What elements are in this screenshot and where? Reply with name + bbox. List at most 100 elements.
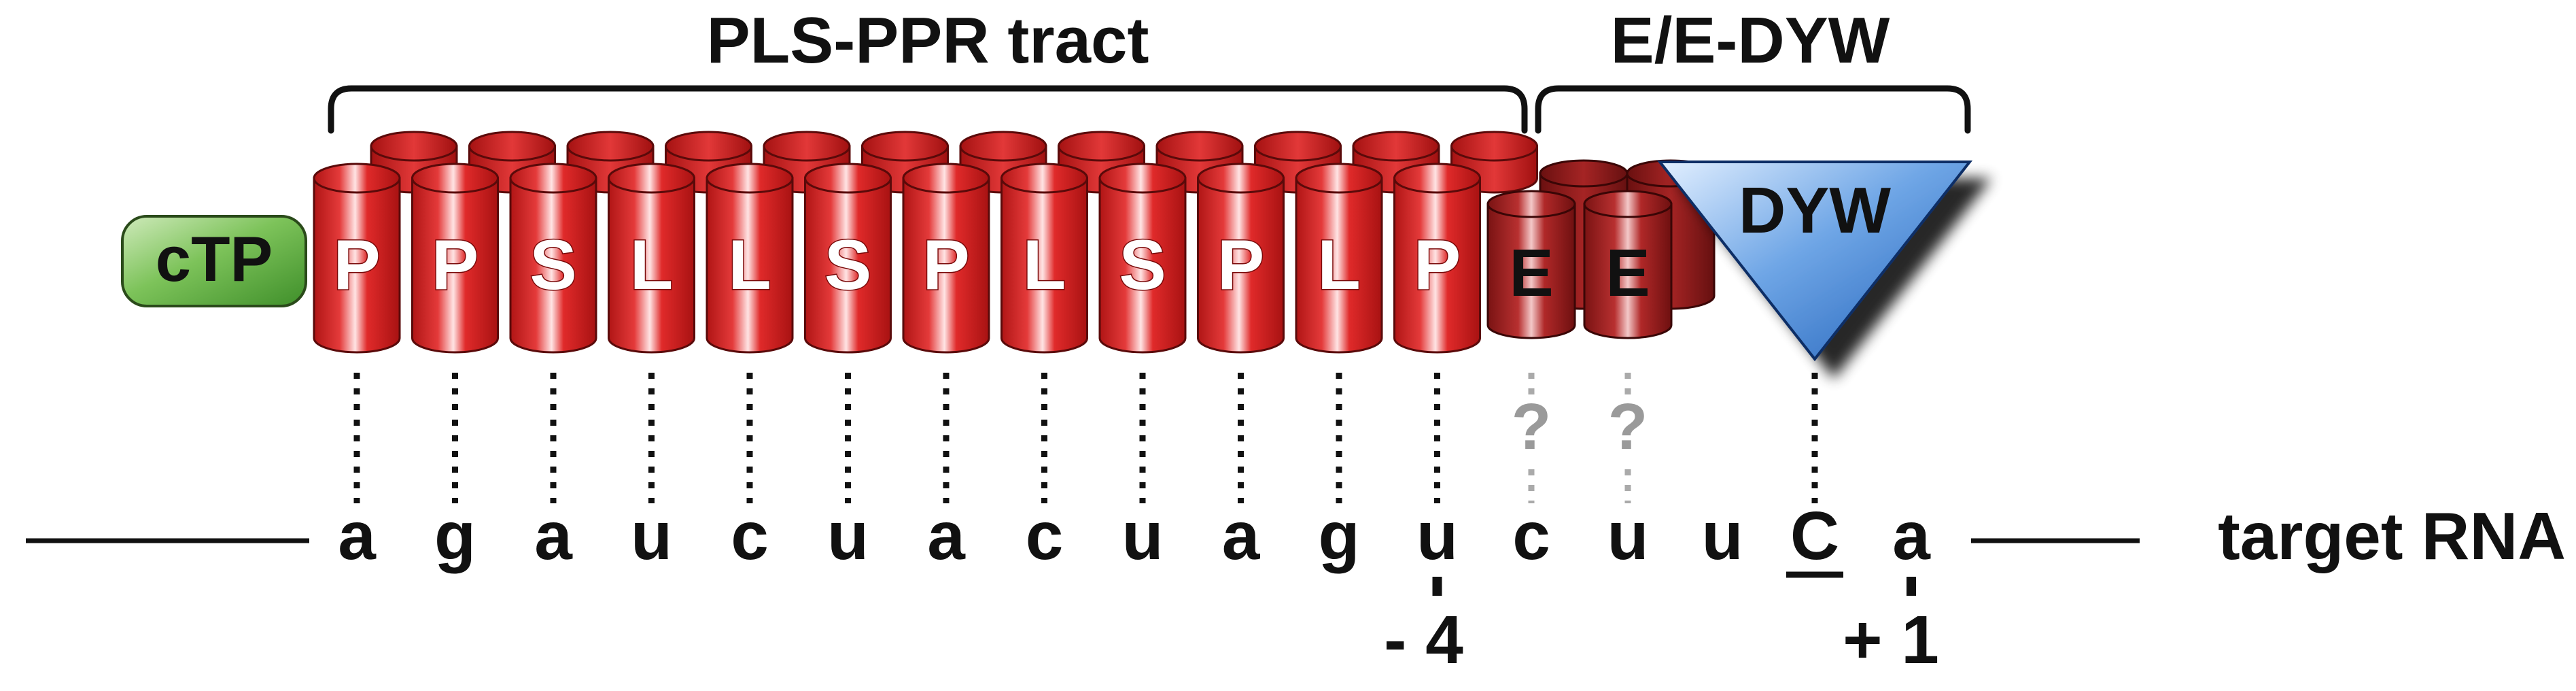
e-domain-1: E <box>1486 190 1576 339</box>
rna-base-10: a <box>1222 498 1261 574</box>
ctp-label: cTP <box>156 223 273 294</box>
repeat-label-3: S <box>529 226 576 305</box>
ctp-box <box>121 215 307 307</box>
rna-label: target RNA <box>2218 499 2566 573</box>
rna-base-12: u <box>1416 498 1458 574</box>
rna-base-15: u <box>1701 498 1743 574</box>
repeat-label-11: L <box>1317 226 1361 305</box>
repeat-5: L <box>706 163 794 354</box>
repeat-8-top <box>1000 163 1088 194</box>
e-domain-label-2: E <box>1605 235 1650 310</box>
unknown-marker-2: ? <box>1608 390 1648 463</box>
rna-base-3: a <box>534 498 573 574</box>
rna-base-4: u <box>631 498 672 574</box>
repeat-2: P <box>411 163 499 354</box>
rna-base-6: u <box>827 498 869 574</box>
repeat-1-top <box>313 163 401 194</box>
rna-base-14: u <box>1607 498 1648 574</box>
repeat-label-9: S <box>1119 226 1166 305</box>
e-domain-label-1: E <box>1509 235 1553 310</box>
repeat-label-8: L <box>1023 226 1066 305</box>
repeat-8: L <box>1000 163 1088 354</box>
rna-base-13: c <box>1512 498 1550 574</box>
repeat-2-body <box>411 177 499 354</box>
rna-base-11: g <box>1318 498 1359 574</box>
repeat-label-4: L <box>630 226 674 305</box>
repeat-4-body <box>608 177 695 354</box>
e-domain-2: E <box>1583 190 1673 339</box>
repeat-back-2-top <box>468 131 556 162</box>
rna-base-1: a <box>338 498 377 574</box>
repeat-3-body <box>509 177 597 354</box>
rna-base-8: c <box>1026 498 1064 574</box>
repeat-label-5: L <box>728 226 771 305</box>
repeat-7: P <box>902 163 990 354</box>
repeat-back-12-top <box>1450 131 1538 162</box>
bracket-label-pls-ppr: PLS-PPR tract <box>707 4 1149 77</box>
bracket-e-dyw <box>1535 85 1971 134</box>
repeat-1-body <box>313 177 401 354</box>
repeat-5-body <box>706 177 794 354</box>
repeat-back-6-top <box>861 131 949 162</box>
position-label-minus-4: - 4 <box>1384 602 1463 678</box>
repeat-back-3-top <box>566 131 655 162</box>
e-domain-1-top <box>1486 190 1576 218</box>
repeat-12-body <box>1393 177 1481 354</box>
repeat-11: L <box>1295 163 1383 354</box>
repeat-label-10: P <box>1217 226 1264 305</box>
e-domain-2-top <box>1583 190 1673 218</box>
repeat-11-top <box>1295 163 1383 194</box>
position-label-plus-1: + 1 <box>1843 602 1939 678</box>
repeat-7-body <box>902 177 990 354</box>
repeat-4: L <box>608 163 695 354</box>
repeat-6-top <box>804 163 892 194</box>
repeat-back-4-top <box>665 131 752 162</box>
repeat-4-top <box>608 163 695 194</box>
repeat-6-body <box>804 177 892 354</box>
rna-base-7: a <box>927 498 966 574</box>
rna-base-5: c <box>731 498 769 574</box>
repeat-label-2: P <box>432 226 478 305</box>
repeat-1: P <box>313 163 401 354</box>
bracket-label-e-dyw: E/E-DYW <box>1611 4 1890 77</box>
e-domain-2-body <box>1583 203 1673 339</box>
repeat-10-top <box>1197 163 1285 194</box>
repeat-3: S <box>509 163 597 354</box>
e-domain-1-body <box>1486 203 1576 339</box>
repeat-back-10-top <box>1254 131 1342 162</box>
rna-base-16: C <box>1790 498 1839 574</box>
repeat-3-top <box>509 163 597 194</box>
repeat-8-body <box>1000 177 1088 354</box>
repeat-5-top <box>706 163 794 194</box>
repeat-back-8-top <box>1058 131 1145 162</box>
rna-base-9: u <box>1121 498 1163 574</box>
repeat-12: P <box>1393 163 1481 354</box>
repeat-back-5-top <box>763 131 851 162</box>
dyw-label: DYW <box>1739 174 1891 247</box>
bracket-pls-ppr <box>328 85 1528 134</box>
repeat-label-1: P <box>333 226 380 305</box>
repeat-label-12: P <box>1414 226 1461 305</box>
unknown-marker-1: ? <box>1512 390 1552 463</box>
e-domain-back-1-top <box>1539 159 1629 188</box>
repeat-11-body <box>1295 177 1383 354</box>
repeat-2-top <box>411 163 499 194</box>
repeat-7-top <box>902 163 990 194</box>
repeat-9: S <box>1098 163 1187 354</box>
repeat-10-body <box>1197 177 1285 354</box>
ctp-domain: cTP <box>121 215 307 307</box>
rna-base-2: g <box>434 498 476 574</box>
repeat-label-6: S <box>824 226 871 305</box>
repeat-9-top <box>1098 163 1187 194</box>
repeat-10: P <box>1197 163 1285 354</box>
repeat-back-7-top <box>959 131 1047 162</box>
repeat-9-body <box>1098 177 1187 354</box>
repeat-label-7: P <box>922 226 969 305</box>
dyw-triangle <box>1656 161 1973 362</box>
dyw-domain: DYW <box>1656 161 1973 362</box>
repeat-back-9-top <box>1155 131 1244 162</box>
repeat-back-1-top <box>370 131 458 162</box>
repeat-back-11-top <box>1352 131 1440 162</box>
